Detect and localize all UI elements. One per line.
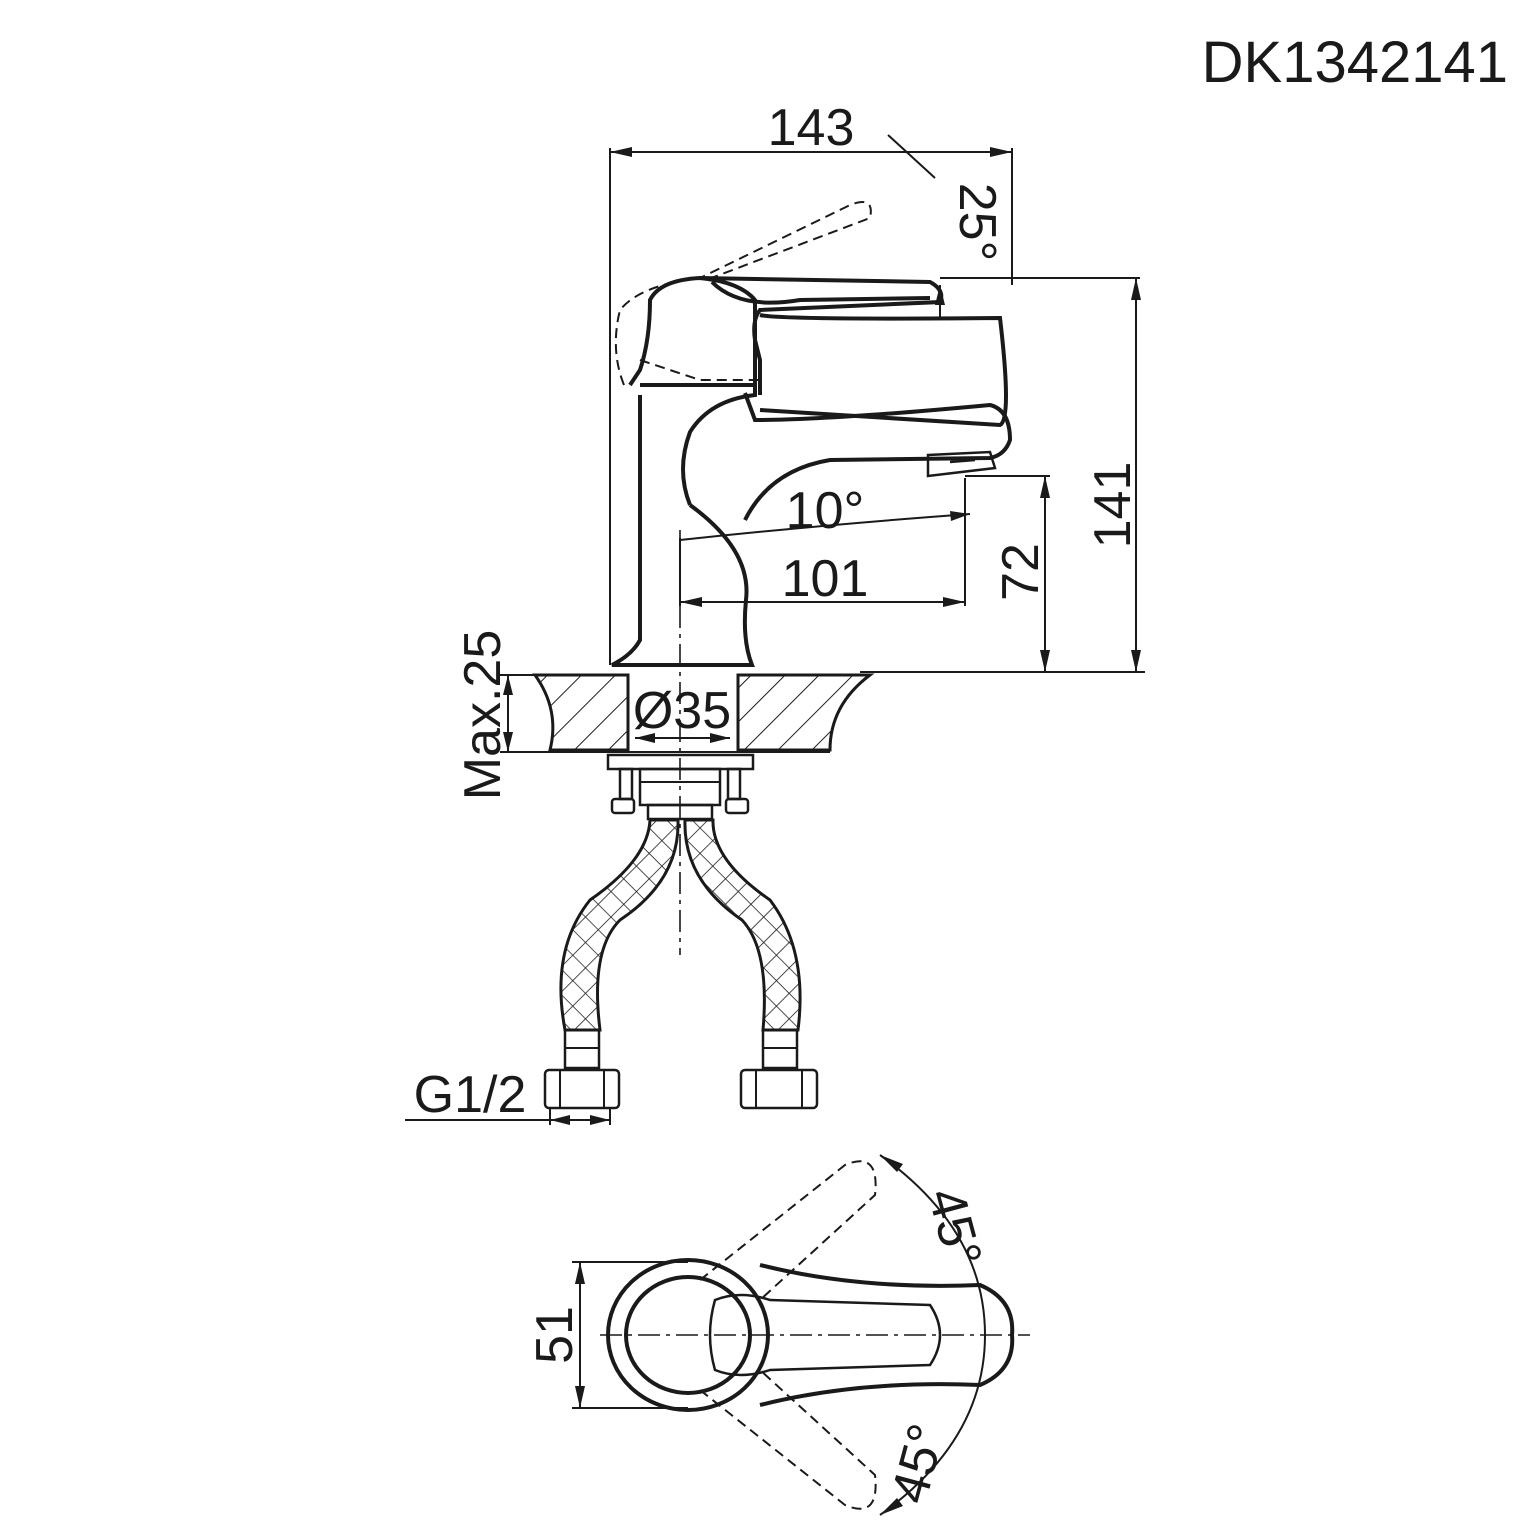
dimension-lever-tilt: 25°: [887, 134, 1006, 318]
dim-10deg-label: 10°: [786, 482, 865, 540]
dimension-spout: 10° 101: [679, 478, 971, 608]
faucet-side-view: [611, 201, 1013, 667]
dimension-overall-height: 141: [860, 277, 1145, 673]
dim-d35-label: Ø35: [633, 682, 731, 740]
dim-101-label: 101: [782, 550, 869, 608]
dim-141-label: 141: [1084, 462, 1142, 549]
dimension-hole-diameter: Ø35: [633, 682, 731, 743]
dim-max25-label: Max.25: [454, 630, 512, 801]
dim-143-label: 143: [768, 99, 855, 157]
dim-45deg-upper-label: 45°: [916, 1182, 992, 1273]
dim-45deg-lower-label: 45°: [880, 1418, 956, 1509]
faucet-top-view: 45° 45°: [600, 1154, 1030, 1516]
dimension-hose-thread: G1/2: [405, 1066, 611, 1125]
dimension-overall-width: 143: [609, 99, 1013, 665]
dimension-body-width: 51: [526, 1261, 688, 1409]
deck-section: [500, 673, 875, 753]
dimension-max-deck: Max.25: [454, 630, 513, 801]
model-code: DK1342141: [1202, 30, 1508, 95]
dimension-spout-height: 72: [965, 475, 1050, 672]
dim-72-label: 72: [992, 543, 1050, 601]
mounting-hardware: [606, 753, 755, 821]
dim-25deg-label: 25°: [948, 183, 1006, 262]
supply-hoses: [543, 818, 819, 1110]
dim-51-label: 51: [526, 1306, 584, 1364]
dim-g12-label: G1/2: [414, 1066, 527, 1124]
